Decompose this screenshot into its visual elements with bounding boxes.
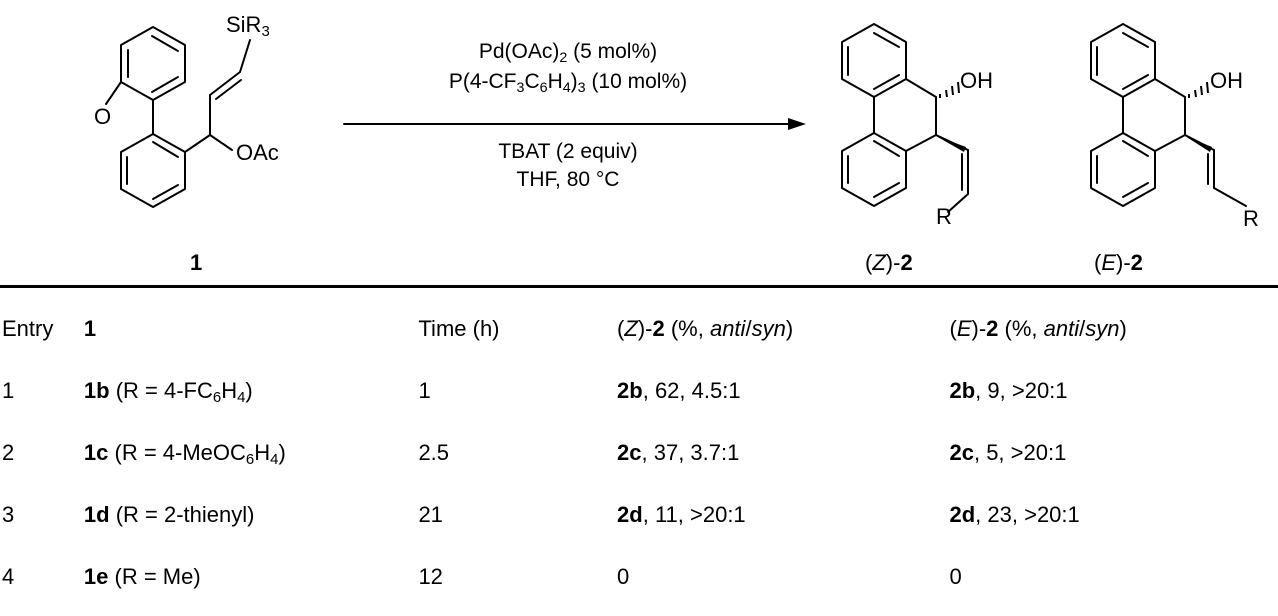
time-cell: 12: [418, 564, 443, 589]
time-cell: 1: [418, 378, 431, 403]
aldehyde-bond: [105, 81, 122, 105]
silyl-label: SiR3: [226, 12, 270, 41]
vinyl-si-bond: [239, 39, 251, 73]
scheme-structures: [105, 23, 1247, 213]
aldehyde-oxygen-label: O: [94, 104, 112, 129]
substrate-cell: 1c (R = 4-MeOC6H4): [83, 440, 286, 469]
z-product-cell: 2b, 62, 4.5:1: [617, 378, 741, 403]
time-cell: 2.5: [418, 440, 450, 465]
vinyl-bond: [209, 71, 241, 96]
entry-cell: 4: [2, 564, 15, 589]
header-z-product: (Z)-2 (%, anti/syn): [617, 316, 794, 341]
table-row: 2 1c (R = 4-MeOC6H4) 2.5 2c, 37, 3.7:1 2…: [0, 422, 1278, 484]
table-top-rule: [0, 285, 1278, 288]
table-row: 3 1d (R = 2-thienyl) 21 2d, 11, >20:1 2d…: [0, 484, 1278, 546]
header-e-product: (E)-2 (%, anti/syn): [949, 316, 1127, 341]
product-e-r-label: R: [1243, 206, 1259, 231]
compound-1-lower-ring: [120, 133, 186, 208]
e-product-cell: 2c, 5, >20:1: [949, 440, 1067, 465]
z-product-cell: 0: [617, 564, 630, 589]
product-e-oh-label: OH: [1210, 68, 1243, 93]
product-z-wedge: [936, 136, 966, 152]
product-z: [841, 23, 969, 213]
z-product-cell: 2d, 11, >20:1: [617, 502, 746, 527]
conditions-ligand: P(4-CF3C6H4)3 (10 mol%): [448, 70, 688, 96]
product-e-wedge: [1185, 136, 1212, 152]
reaction-scheme: SiR3 O OAc 1 Pd(OAc)2 (5 mol%) P(4-CF3C6…: [0, 0, 1278, 286]
product-e-label: (E)-2: [1094, 250, 1143, 275]
product-z-oh-label: OH: [960, 68, 993, 93]
header-entry: Entry: [2, 316, 54, 341]
table-row: 4 1e (R = Me) 12 0 0: [0, 546, 1278, 608]
conditions-additive: TBAT (2 equiv): [498, 140, 638, 163]
entry-cell: 1: [2, 378, 15, 403]
time-cell: 21: [418, 502, 443, 527]
z-product-cell: 2c, 37, 3.7:1: [617, 440, 740, 465]
results-table: Entry 1 Time (h) (Z)-2 (%, anti/syn) (E)…: [0, 298, 1278, 608]
conditions-catalyst: Pd(OAc)2 (5 mol%): [478, 40, 658, 66]
product-z-label: (Z)-2: [865, 250, 913, 275]
substrate-cell: 1b (R = 4-FC6H4): [83, 378, 253, 407]
table-header-row: Entry 1 Time (h) (Z)-2 (%, anti/syn) (E)…: [0, 298, 1278, 360]
e-product-cell: 0: [949, 564, 962, 589]
entry-cell: 3: [2, 502, 15, 527]
oac-bond: [209, 134, 233, 151]
benzylic-bond: [184, 134, 211, 153]
compound-1-upper-ring: [120, 26, 186, 101]
product-z-r-label: R: [936, 204, 952, 229]
e-product-cell: 2d, 23, >20:1: [949, 502, 1080, 527]
header-compound: 1: [83, 316, 97, 341]
product-e-hash: [1188, 81, 1209, 98]
table-row: 1 1b (R = 4-FC6H4) 1 2b, 62, 4.5:1 2b, 9…: [0, 360, 1278, 422]
substrate-cell: 1d (R = 2-thienyl): [83, 502, 255, 527]
substrate-cell: 1e (R = Me): [83, 564, 201, 589]
entry-cell: 2: [2, 440, 15, 465]
header-time: Time (h): [418, 316, 500, 341]
acetate-label: OAc: [236, 140, 279, 165]
conditions-solvent: THF, 80 °C: [516, 168, 620, 191]
product-z-hash: [939, 81, 960, 98]
product-e: [1090, 23, 1247, 207]
reaction-arrow-head: [788, 118, 806, 130]
e-product-cell: 2b, 9, >20:1: [949, 378, 1068, 403]
compound-1-label: 1: [190, 250, 203, 275]
